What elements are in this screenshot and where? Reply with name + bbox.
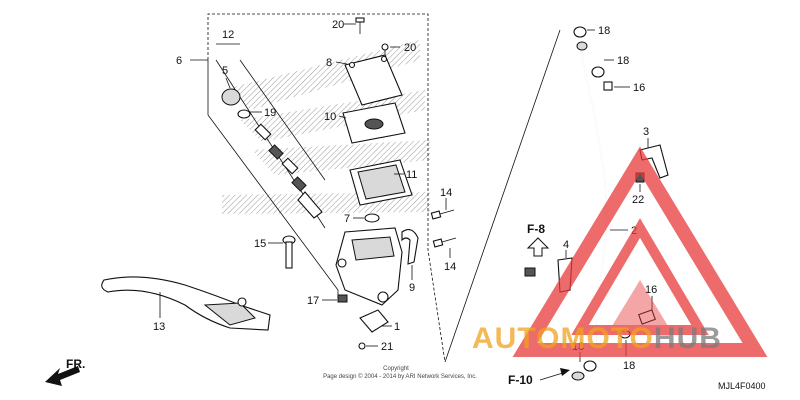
holder-9 bbox=[401, 229, 419, 265]
piston-boot-5 bbox=[221, 88, 241, 106]
callout-19: 19 bbox=[264, 107, 276, 119]
callout-14-upper: 14 bbox=[440, 187, 452, 199]
callout-5: 5 bbox=[222, 65, 228, 77]
front-direction-arrow bbox=[45, 366, 80, 386]
callout-18-second: 18 bbox=[617, 55, 629, 67]
callout-22: 22 bbox=[632, 194, 644, 206]
nut-17 bbox=[337, 294, 348, 303]
callout-16-bottom: 16 bbox=[645, 284, 657, 296]
pivot-bolt-15 bbox=[282, 235, 296, 269]
callout-12: 12 bbox=[222, 29, 234, 41]
automotohub-triangle-logo bbox=[512, 146, 768, 357]
callout-14-lower: 14 bbox=[444, 261, 456, 273]
callout-18-right: 18 bbox=[623, 360, 635, 372]
callout-8: 8 bbox=[326, 57, 332, 69]
brake-switch-1 bbox=[359, 309, 389, 333]
callout-3: 3 bbox=[643, 126, 649, 138]
clip-7 bbox=[364, 213, 380, 223]
copyright-notice: Page design © 2004 - 2014 by ARI Network… bbox=[323, 373, 477, 380]
circlip-19 bbox=[237, 109, 251, 119]
ref-f8-arrow bbox=[526, 237, 550, 257]
callout-18-top: 18 bbox=[598, 25, 610, 37]
ref-f10-label: F-10 bbox=[508, 373, 533, 387]
callout-7: 7 bbox=[344, 213, 350, 225]
callout-6: 6 bbox=[176, 55, 182, 67]
bolt-14-upper bbox=[430, 209, 455, 220]
front-label: FR. bbox=[66, 357, 85, 371]
callout-16-top: 16 bbox=[633, 82, 645, 94]
screw-21 bbox=[358, 342, 378, 350]
watermark-auto: AUTO bbox=[472, 322, 560, 355]
ref-f10-arrow bbox=[539, 368, 570, 381]
ref-f8-label: F-8 bbox=[527, 222, 545, 236]
callout-21: 21 bbox=[381, 341, 393, 353]
callout-11: 11 bbox=[406, 169, 417, 181]
hose-guide-line bbox=[444, 29, 561, 363]
callout-13: 13 bbox=[153, 321, 165, 333]
screw-20-top bbox=[344, 17, 365, 34]
callout-4: 4 bbox=[563, 239, 569, 251]
svg-text:AUTOMOTOHUB: AUTOMOTOHUB bbox=[472, 322, 722, 355]
diagram-code: MJL4F0400 bbox=[718, 381, 766, 391]
watermark-hub: HUB bbox=[654, 322, 722, 355]
diaphragm-plate bbox=[342, 102, 406, 144]
callout-15: 15 bbox=[254, 238, 266, 250]
bolt-14-lower bbox=[432, 237, 457, 248]
diaphragm bbox=[349, 159, 413, 206]
callout-20-right: 20 bbox=[404, 42, 416, 54]
banjo-bolt-top bbox=[573, 26, 613, 91]
master-cylinder-body bbox=[335, 227, 403, 306]
brake-lever-13 bbox=[101, 276, 271, 331]
callout-17: 17 bbox=[307, 295, 319, 307]
copyright-heading: Copyright bbox=[383, 366, 409, 372]
callout-10: 10 bbox=[324, 111, 336, 123]
piston-set bbox=[254, 123, 323, 219]
reservoir-cap bbox=[344, 54, 403, 106]
watermark-moto: MOTO bbox=[560, 322, 653, 355]
callout-20-top: 20 bbox=[332, 19, 344, 31]
callout-1: 1 bbox=[394, 321, 400, 333]
callout-9: 9 bbox=[409, 282, 415, 294]
